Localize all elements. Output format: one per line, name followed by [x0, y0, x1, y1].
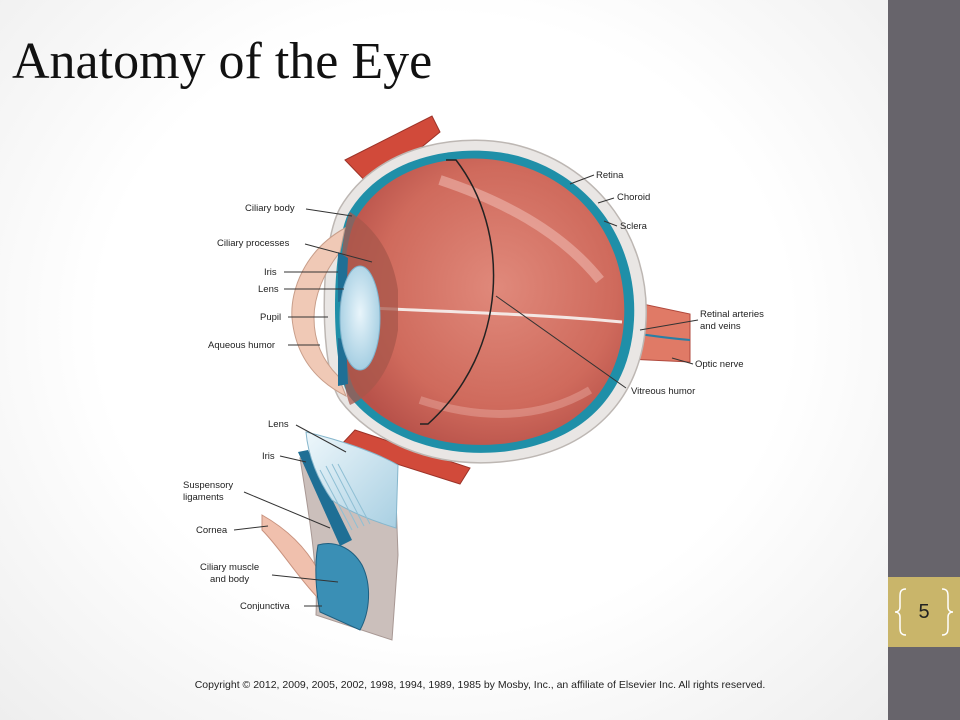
cornea-shape	[291, 227, 347, 398]
detail-label-iris: Iris	[262, 451, 275, 462]
label-ciliary-body: Ciliary body	[245, 203, 295, 214]
copyright-notice: Copyright © 2012, 2009, 2005, 2002, 1998…	[194, 679, 766, 691]
detail-label-suspensory-1: Suspensory	[183, 480, 233, 491]
label-aqueous-humor: Aqueous humor	[208, 340, 275, 351]
detail-label-cornea: Cornea	[196, 525, 228, 536]
detail-label-suspensory-2: ligaments	[183, 492, 224, 503]
lens-shape	[339, 265, 381, 371]
main-labels: Retina Choroid Sclera Retinal arteries a…	[208, 170, 764, 397]
label-iris: Iris	[264, 267, 277, 278]
vitreous-highlight-2	[418, 386, 593, 418]
label-vitreous-humor: Vitreous humor	[631, 386, 695, 397]
main-leader-lines	[284, 174, 699, 389]
detail-ligaments	[319, 463, 371, 531]
vitreous-highlight	[438, 175, 604, 284]
vitreous-bracket	[420, 159, 495, 425]
eye-anatomy-diagram: Retina Choroid Sclera Retinal arteries a…	[183, 115, 764, 641]
label-sclera: Sclera	[620, 221, 648, 232]
label-pupil: Pupil	[260, 312, 281, 323]
page-number: 5	[918, 601, 930, 623]
eye-cross-section	[291, 115, 691, 485]
label-optic-nerve: Optic nerve	[695, 359, 744, 370]
detail-label-conjunctiva: Conjunctiva	[240, 601, 290, 612]
label-retinal-arteries-2: and veins	[700, 321, 741, 332]
detail-labels: Lens Iris Suspensory ligaments Cornea Ci…	[183, 419, 290, 612]
slide: Anatomy of the Eye	[0, 0, 888, 720]
detail-inset	[261, 431, 399, 641]
detail-ciliary-muscle	[315, 543, 370, 631]
page-number-badge: 5	[888, 577, 960, 647]
vitreous-midline	[371, 306, 623, 324]
label-choroid: Choroid	[617, 192, 650, 203]
detail-label-ciliary-muscle-2: and body	[210, 574, 249, 585]
page-number-brackets	[894, 588, 954, 636]
label-retina: Retina	[596, 170, 624, 181]
detail-leader-lines	[233, 424, 347, 607]
label-retinal-arteries-1: Retinal arteries	[700, 309, 764, 320]
slide-title: Anatomy of the Eye	[12, 33, 433, 90]
detail-label-lens: Lens	[268, 419, 289, 430]
detail-iris	[298, 450, 352, 546]
detail-cornea	[261, 514, 319, 600]
label-lens: Lens	[258, 284, 279, 295]
label-ciliary-processes: Ciliary processes	[217, 238, 290, 249]
detail-label-ciliary-muscle-1: Ciliary muscle	[200, 562, 259, 573]
